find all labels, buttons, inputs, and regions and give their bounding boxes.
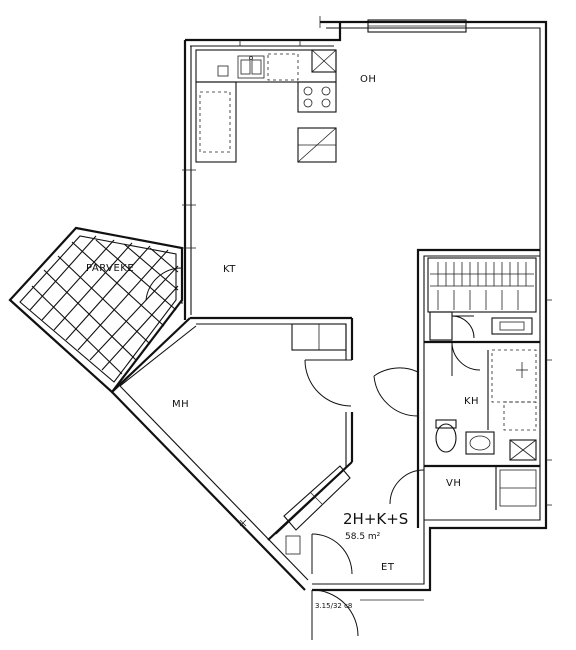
wardrobes: [283, 323, 351, 555]
room-label-parveke: PARVEKE: [86, 263, 134, 274]
interior-doors: [304, 359, 419, 640]
sauna-bath-block: [389, 248, 540, 528]
balcony-tiles: [29, 235, 179, 375]
balcony: [8, 226, 184, 394]
drawing-code: 3.15/32 c8: [315, 602, 352, 610]
misc-marks: [239, 519, 424, 601]
sauna-slats: [430, 262, 534, 310]
room-label-kh: KH: [464, 396, 479, 407]
apartment-type: 2H+K+S: [343, 510, 408, 528]
room-labels: OH KT PARVEKE MH KH VH ET 2H+K+S 58.5 m²…: [86, 74, 479, 610]
kitchen-west-marks: [182, 169, 196, 249]
room-label-et: ET: [381, 562, 395, 573]
room-label-vh: VH: [446, 478, 461, 489]
kitchen-counter: [195, 49, 337, 163]
outer-walls: [111, 20, 548, 592]
apartment-area: 58.5 m²: [345, 532, 381, 542]
window-top: [367, 19, 467, 33]
room-label-mh: MH: [172, 399, 189, 410]
room-label-oh: OH: [360, 74, 376, 85]
room-label-kt: KT: [223, 264, 236, 275]
wall-ticks: [239, 16, 552, 506]
